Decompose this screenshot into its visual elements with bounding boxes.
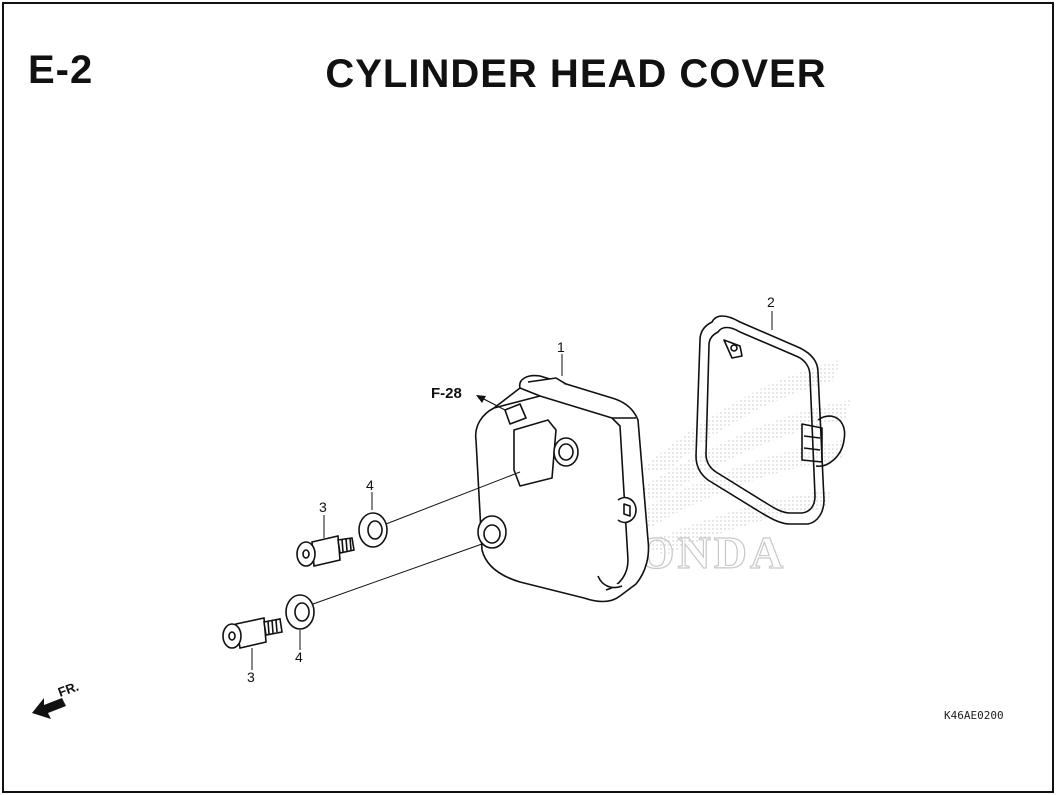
gasket-part	[695, 315, 846, 525]
callout-3-upper: 3	[319, 499, 327, 515]
callout-2: 2	[767, 294, 775, 310]
drawing-code: K46AE0200	[944, 709, 1004, 722]
callout-4-lower: 4	[295, 649, 303, 665]
callout-4-upper: 4	[366, 477, 374, 493]
callout-3-lower: 3	[247, 669, 255, 685]
bolt-lower-part	[222, 617, 283, 649]
cylinder-head-cover-part	[474, 374, 650, 603]
page-title: CYLINDER HEAD COVER	[325, 52, 827, 96]
bolt-upper-part	[296, 535, 355, 567]
front-direction-arrow-icon	[32, 698, 66, 719]
front-direction-label: FR.	[56, 679, 81, 700]
honda-wing-watermark	[620, 360, 850, 555]
washer-upper-part	[358, 512, 388, 548]
reference-arrow	[476, 395, 506, 411]
reference-label-f28: F-28	[431, 385, 462, 402]
callout-1: 1	[557, 339, 565, 355]
section-code: E-2	[28, 48, 94, 92]
washer-lower-part	[285, 594, 315, 630]
